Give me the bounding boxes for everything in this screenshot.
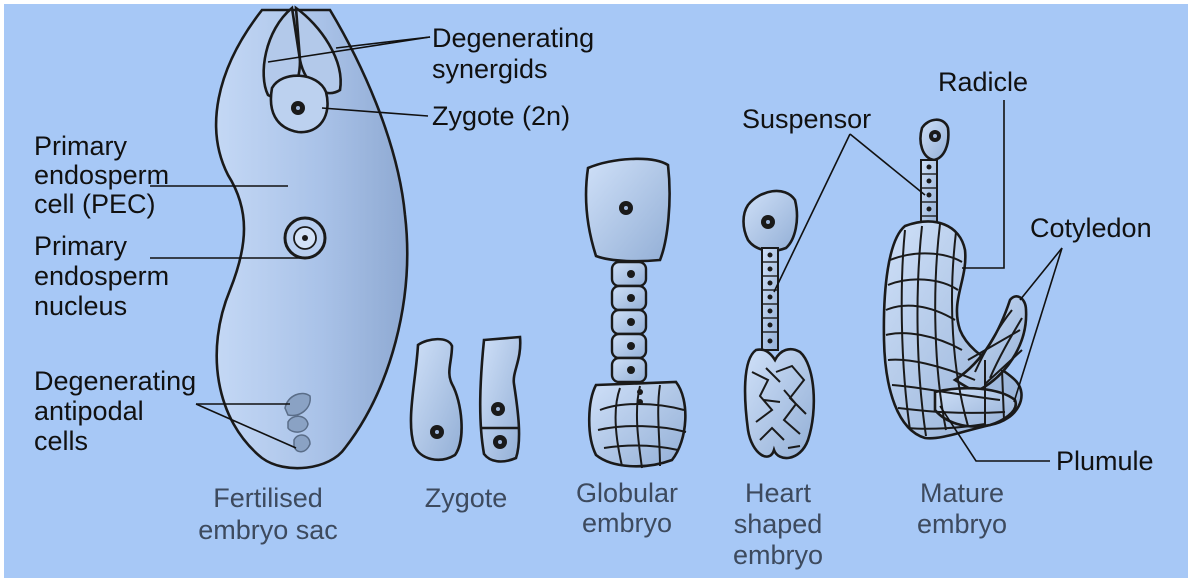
label-pen-1: Primary: [34, 231, 127, 261]
label-suspensor: Suspensor: [742, 104, 871, 134]
label-pen-2: endosperm: [34, 261, 169, 291]
caption-mature-1: Mature: [920, 478, 1004, 508]
label-pen-3: nucleus: [34, 291, 127, 321]
label-antipodal-2: antipodal: [34, 396, 144, 426]
label-antipodal-3: cells: [34, 426, 88, 456]
label-pec-3: cell (PEC): [34, 189, 156, 219]
caption-heart-3: embryo: [733, 540, 823, 570]
label-pec-1: Primary: [34, 131, 127, 161]
label-antipodal-1: Degenerating: [34, 366, 196, 396]
label-degenerating-synergids-2: synergids: [432, 54, 548, 84]
label-radicle: Radicle: [938, 67, 1028, 97]
label-degenerating-synergids-1: Degenerating: [432, 23, 594, 53]
caption-embryo-sac-2: embryo sac: [198, 515, 338, 545]
caption-zygote: Zygote: [425, 483, 508, 513]
caption-heart-1: Heart: [745, 478, 812, 508]
caption-mature-2: embryo: [917, 509, 1007, 539]
caption-globular-2: embryo: [582, 508, 672, 538]
label-cotyledon: Cotyledon: [1030, 213, 1152, 243]
label-plumule: Plumule: [1056, 446, 1154, 476]
caption-globular-1: Globular: [576, 478, 678, 508]
label-pec-2: endosperm: [34, 160, 169, 190]
caption-embryo-sac-1: Fertilised: [213, 483, 323, 513]
caption-heart-2: shaped: [734, 509, 823, 539]
label-zygote-2n: Zygote (2n): [432, 101, 570, 131]
